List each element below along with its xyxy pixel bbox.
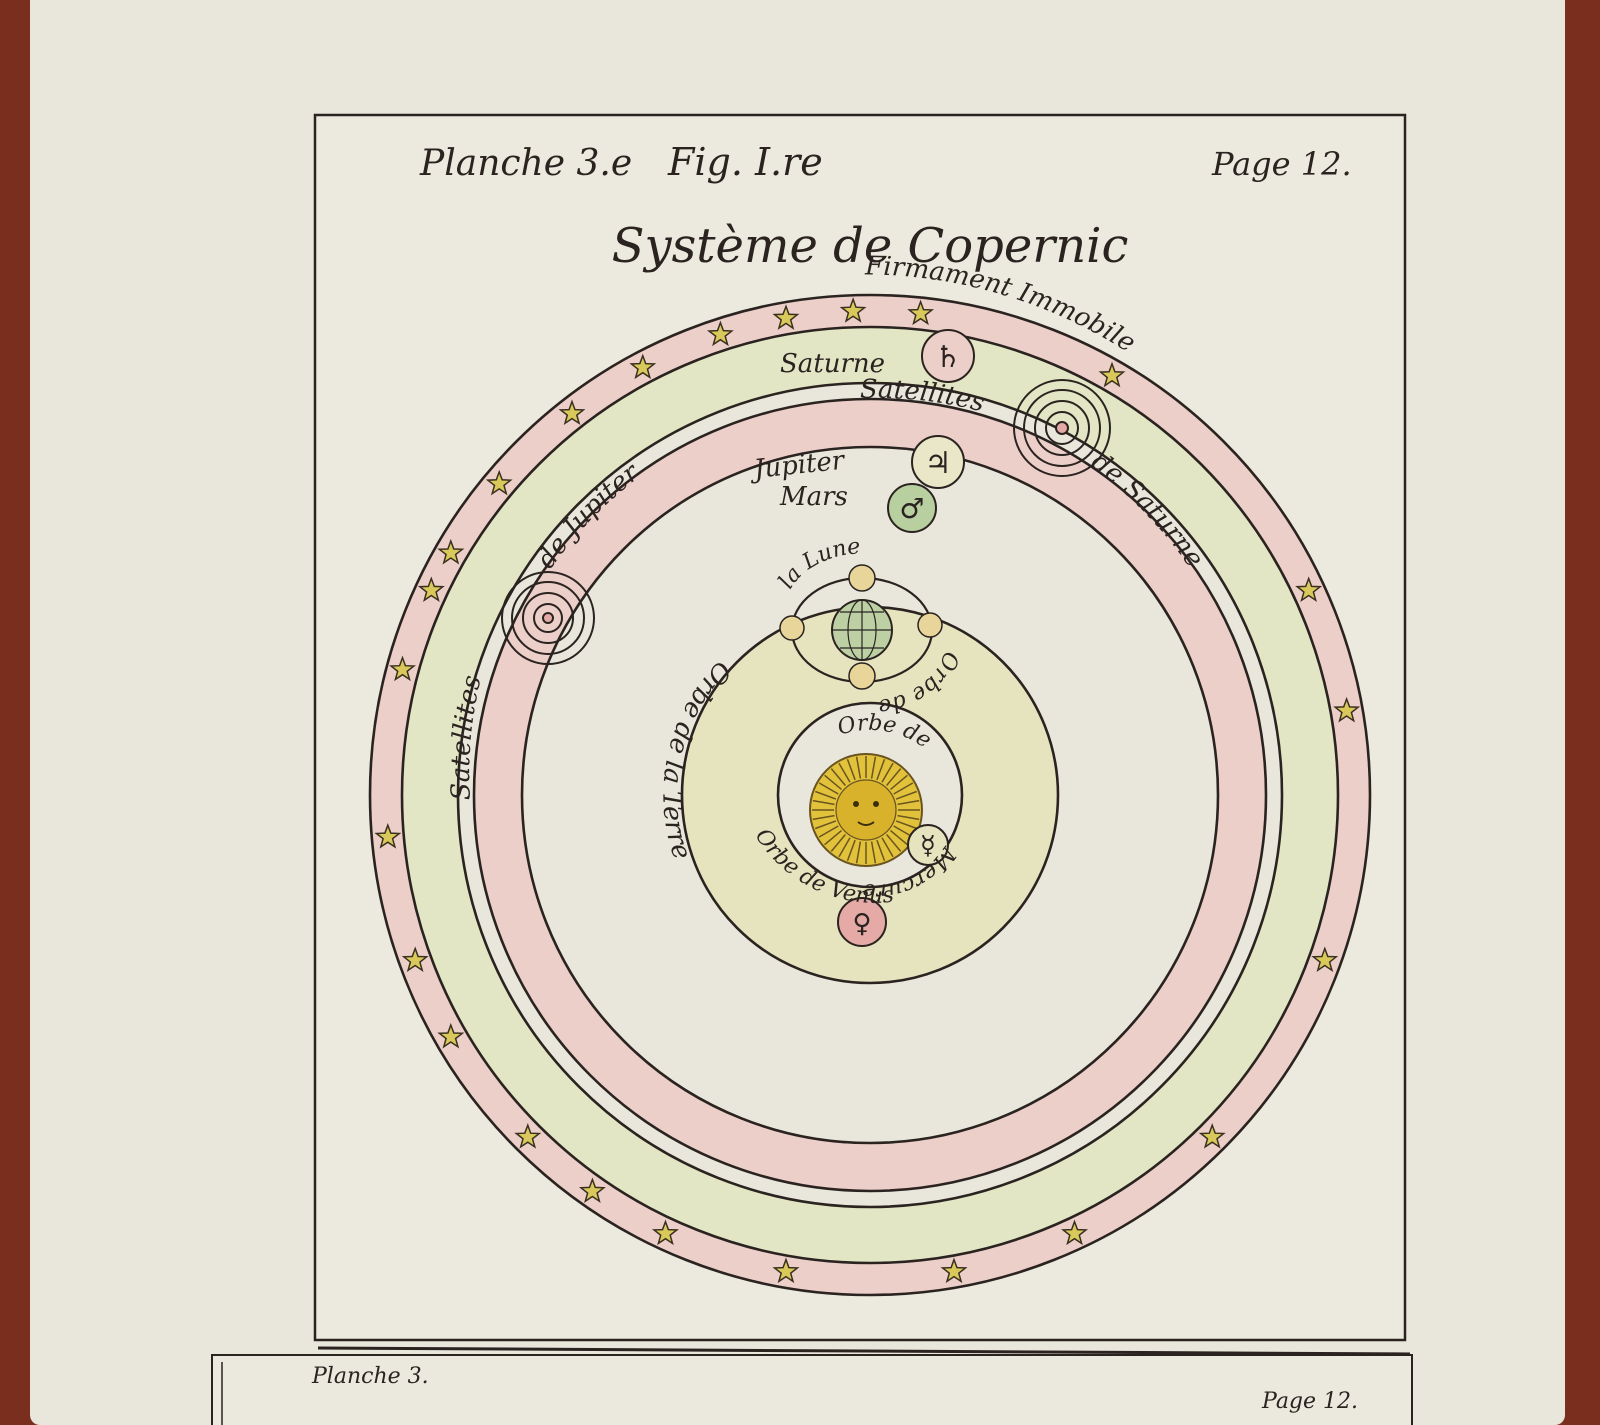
sun-ray [846,759,856,781]
sun-ray [870,756,877,779]
sun-ray [818,782,839,795]
moon-left [779,615,805,641]
page-number: Page 12. [1211,145,1352,183]
planet-mars: ♂ [887,483,937,533]
sun-ray [893,782,914,795]
star-icon [839,297,867,323]
star-icon [401,946,429,972]
lower-plate-number: Planche 3. [311,1364,429,1389]
star-icon [389,655,416,682]
star-icon [629,353,657,380]
sun-ray [824,774,842,790]
lower-plate: Planche 3. Page 12. [211,1354,1413,1425]
star-icon [706,320,734,347]
sun-ray [897,799,920,806]
star-icon [417,576,445,602]
mercury-symbol: ☿ [920,831,936,861]
star-icon [437,538,465,565]
orbit-rings [368,293,1372,1297]
sun-ray [830,768,846,786]
star-icon [772,1257,800,1284]
star-icon [1198,1123,1226,1149]
mars-symbol: ♂ [899,492,924,525]
planet-saturn: ♄ [921,329,975,383]
moon-top [848,564,876,592]
sun-ray [895,790,917,800]
moon-bottom [848,662,876,690]
jupiter-symbol: ♃ [925,446,952,481]
star-icon [651,1219,679,1246]
star-icon [578,1177,606,1203]
star-icon [907,299,935,326]
sun-ray [855,841,862,864]
plate-number: Planche 3.e [419,143,632,184]
sun-ray [895,820,917,830]
planet-jupiter: ♃ [911,435,965,489]
sun-ray [818,825,839,838]
sun-ray [897,814,920,821]
star-icon [1295,576,1323,602]
star-icon [485,469,513,496]
saturn-satellite-system [1013,379,1111,477]
star-icon [514,1123,542,1149]
planet-venus: ♀ [837,897,887,947]
star-icon [772,304,800,330]
sun-ray [890,774,908,790]
star-icon [437,1022,465,1049]
plate-bottom-rule [317,1346,1411,1356]
sun-ray [881,762,894,783]
firmament-stars [374,297,1361,1284]
jupiter-satellite-system [501,571,595,665]
sun-ray [812,814,835,821]
sun-ray [815,790,837,800]
earth-system [779,564,943,690]
sun-ray [812,799,835,806]
sun [809,753,923,867]
sun-ray [838,837,851,858]
sun-ray [846,839,856,861]
sun-ray [824,830,842,846]
sun-ray [855,756,862,779]
star-icon [1333,696,1361,723]
label-saturne: Saturne [780,349,885,379]
sun-ray [838,762,851,783]
sun-ray [881,837,894,858]
star-icon [1311,946,1339,972]
diagram-title: Système de Copernic [612,218,1129,274]
label-mars: Mars [779,482,848,512]
star-icon [558,399,586,426]
sun-rays [812,756,920,864]
sun-ray [890,830,908,846]
lower-page-number: Page 12. [1261,1389,1358,1414]
sun-ray [870,841,877,864]
star-icon [1098,361,1126,388]
figure-number: Fig. I.re [667,140,823,184]
star-icon [940,1257,968,1284]
venus-symbol: ♀ [852,909,871,939]
star-icon [374,823,402,849]
sun-ray [830,834,846,852]
saturn-symbol: ♄ [935,340,962,375]
moon-right [917,612,943,638]
sun-ray [876,839,886,861]
sun-ray [815,820,837,830]
star-icon [1061,1219,1089,1246]
sun-ray [886,834,902,852]
planet-mercury: ☿ [907,824,949,866]
sun-ray [886,768,902,786]
sun-ray [876,759,886,781]
